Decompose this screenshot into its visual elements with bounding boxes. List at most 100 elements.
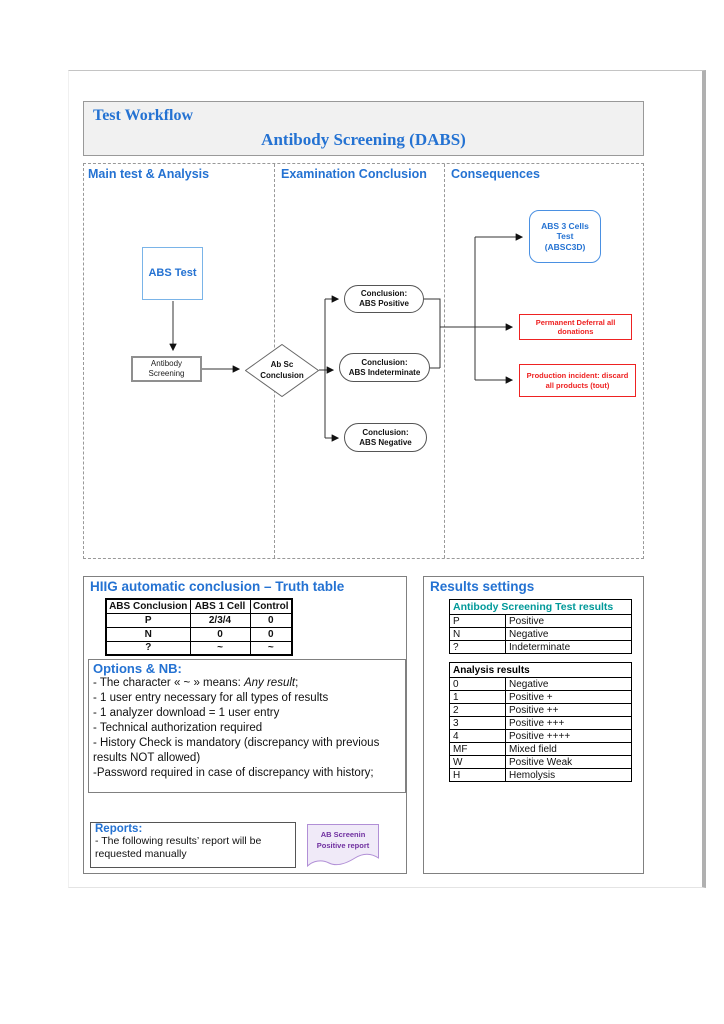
test-results-table: Antibody Screening Test results P Positi… [449,599,632,654]
connector-lines [169,233,524,442]
abs3cells-line3: (ABSC3D) [544,241,586,252]
truth-table-cell: ~ [189,640,251,656]
options-line: -Password required in case of discrepanc… [93,767,374,779]
table-cell: Negative [505,677,632,691]
table-cell: W [449,755,506,769]
table-row: W Positive Weak [449,755,632,769]
truth-table-row: ? ~ ~ [105,640,293,656]
column-header-examination-conclusion: Examination Conclusion [281,167,427,181]
antibody-screening-line1: Antibody [150,359,183,368]
truth-table: ABS Conclusion ABS 1 Cell Control P 2/3/… [105,598,293,656]
table-row: 2 Positive ++ [449,703,632,717]
table-row: 0 Negative [449,677,632,691]
truth-table-header: ABS 1 Cell [189,598,251,614]
table-cell: P [449,614,506,628]
indeterminate-line2: ABS Indeterminate [348,367,421,377]
flow-node-antibody-screening: Antibody Screening [131,356,202,382]
negative-line1: Conclusion: [362,427,409,437]
flow-node-absc-conclusion-decision: Ab Sc Conclusion [245,344,319,397]
antibody-screening-line2: Screening [148,369,185,378]
options-line: - History Check is mandatory (discrepanc… [93,737,380,764]
reports-line: - The following results’ report will be … [95,835,262,860]
decision-label: Ab Sc Conclusion [260,360,304,381]
table-cell: N [449,627,506,641]
options-nb-box: Options & NB: - The character « ~ » mean… [88,659,406,793]
report-doc-line2: Positive report [316,840,370,850]
abs3cells-line1: ABS 3 Cells [541,220,589,231]
reports-title: Reports: [95,823,143,835]
table-row: 3 Positive +++ [449,716,632,730]
table-row: MF Mixed field [449,742,632,756]
page-title: Test Workflow [93,107,194,124]
table-cell: Positive + [505,690,632,704]
permanent-deferral-line1: Permanent Deferral all [535,317,616,327]
flow-node-conclusion-abs-positive: Conclusion: ABS Positive [344,285,424,313]
table-cell: 4 [449,729,506,743]
flow-connectors [169,233,524,442]
options-line1-suffix: ; [295,677,299,689]
table-row: H Hemolysis [449,768,632,782]
positive-line2: ABS Positive [359,299,409,308]
test-results-header: Antibody Screening Test results [449,599,632,615]
table-row: 4 Positive ++++ [449,729,632,743]
truth-table-panel: HIIG automatic conclusion – Truth table … [83,576,407,874]
truth-table-cell: ? [105,640,191,656]
table-cell: H [449,768,506,782]
report-document-label: AB Screenin Positive report [307,830,379,851]
options-line: - 1 user entry necessary for all types o… [93,692,329,704]
document-page: Test Workflow Antibody Screening (DABS) … [68,70,706,888]
abs3cells-line2: Test [556,231,574,242]
decision-diamond-shape [245,344,319,397]
page-subtitle: Antibody Screening (DABS) [261,130,466,149]
truth-table-cell: 2/3/4 [189,612,251,628]
truth-table-cell: 0 [189,626,251,642]
results-settings-title: Results settings [430,579,535,594]
document-shape-outline [307,824,379,868]
flow-node-abs-3-cells-test: ABS 3 Cells Test (ABSC3D) [529,210,601,263]
table-row: P Positive [449,614,632,628]
table-cell: 1 [449,690,506,704]
options-line: - Technical authorization required [93,722,263,734]
truth-table-cell: ~ [249,640,293,656]
column-divider [444,164,445,558]
table-cell: Mixed field [505,742,632,756]
analysis-results-header: Analysis results [449,662,632,678]
truth-table-header: Control [249,598,293,614]
negative-line2: ABS Negative [359,437,412,447]
decision-line2: Conclusion [260,370,304,380]
indeterminate-line1: Conclusion: [361,357,408,367]
truth-table-row: N 0 0 [105,626,293,642]
table-row: ? Indeterminate [449,640,632,654]
table-cell: ? [449,640,506,654]
page-header: Test Workflow Antibody Screening (DABS) [83,101,644,156]
table-cell: Positive +++ [505,716,632,730]
flow-node-permanent-deferral: Permanent Deferral all donations [519,314,632,340]
truth-table-cell: P [105,612,191,628]
options-line: - The character « ~ » means: Any result; [93,676,401,691]
column-header-main-test: Main test & Analysis [88,167,210,181]
table-cell: Positive ++++ [505,729,632,743]
report-document-shape: AB Screenin Positive report [307,824,379,870]
positive-line1: Conclusion: [360,289,408,298]
permanent-deferral-line2: donations [557,327,594,336]
workflow-diagram: Main test & Analysis Examination Conclus… [83,163,644,559]
column-header-consequences: Consequences [451,167,540,181]
results-settings-panel: Results settings Antibody Screening Test… [423,576,644,874]
production-incident-line1: Production incident: discard [526,371,629,381]
table-cell: Negative [505,627,632,641]
report-doc-line1: AB Screenin [320,830,366,839]
truth-table-panel-title: HIIG automatic conclusion – Truth table [90,579,345,594]
table-cell: 2 [449,703,506,717]
production-incident-line2: all products (tout) [545,380,610,390]
options-title: Options & NB: [93,661,182,676]
truth-table-row: P 2/3/4 0 [105,612,293,628]
table-row: 1 Positive + [449,690,632,704]
table-cell: Positive ++ [505,703,632,717]
flow-node-abs-test: ABS Test [142,247,203,300]
truth-table-cell: 0 [249,612,293,628]
truth-table-header: ABS Conclusion [105,598,191,614]
table-cell: Positive [505,614,632,628]
truth-table-header-row: ABS Conclusion ABS 1 Cell Control [105,598,293,614]
table-cell: 0 [449,677,506,691]
flow-node-conclusion-abs-indeterminate: Conclusion: ABS Indeterminate [339,353,430,382]
